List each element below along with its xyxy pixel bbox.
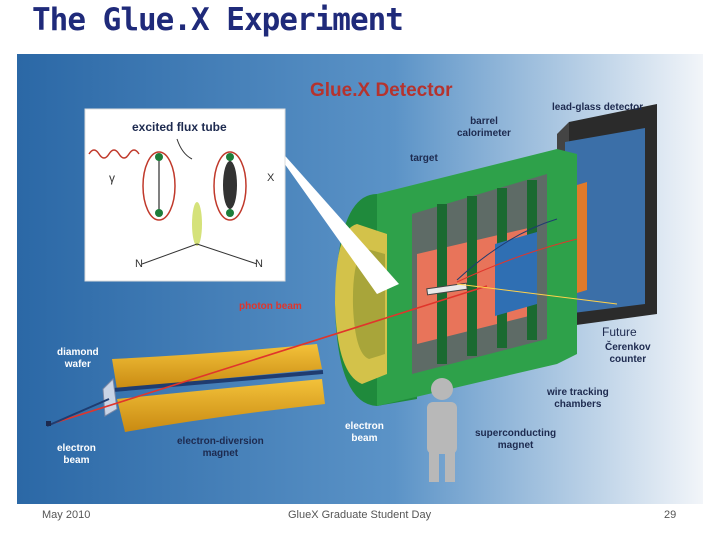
lead-glass-label: lead-glass detector [552, 102, 644, 113]
electron-beam-mid-label: electron beam [345, 421, 384, 444]
inset-title: excited flux tube [132, 120, 227, 134]
future-label: Future [602, 325, 637, 339]
diversion-magnet-label: electron-diversion magnet [177, 436, 264, 459]
diamond-wafer-label: diamond wafer [57, 347, 99, 370]
footer-page-number: 29 [664, 509, 677, 521]
inset-x-label: X [267, 172, 275, 184]
footer-date: May 2010 [42, 509, 91, 521]
inset-n-right-label: N [255, 258, 263, 270]
beam-dump [46, 421, 51, 426]
barrel-calorimeter-label: barrel calorimeter [457, 116, 511, 139]
electron-beam-left-label: electron beam [57, 443, 96, 466]
target [426, 282, 468, 296]
photon-beam-label: photon beam [239, 301, 302, 312]
detector-figure: Glue.X Detector excited flux tube γ X N … [17, 54, 703, 504]
target-label: target [410, 153, 438, 164]
electron-beam-line [46, 398, 110, 427]
wire-tracking-label: wire tracking chambers [547, 387, 609, 410]
person-silhouette [427, 378, 457, 482]
figure-title: Glue.X Detector [310, 80, 453, 101]
footer-event: GlueX Graduate Student Day [288, 509, 432, 521]
cerenkov-label: Čerenkov counter [605, 342, 651, 365]
superconducting-magnet-label: superconducting magnet [475, 428, 557, 451]
flux-tube-inset [84, 108, 399, 294]
detector-illustration [17, 54, 703, 504]
inset-n-left-label: N [135, 258, 143, 270]
slide-title: The Glue.X Experiment [32, 2, 404, 38]
photon-beam-line [50, 285, 488, 425]
inset-gamma-label: γ [109, 171, 115, 185]
